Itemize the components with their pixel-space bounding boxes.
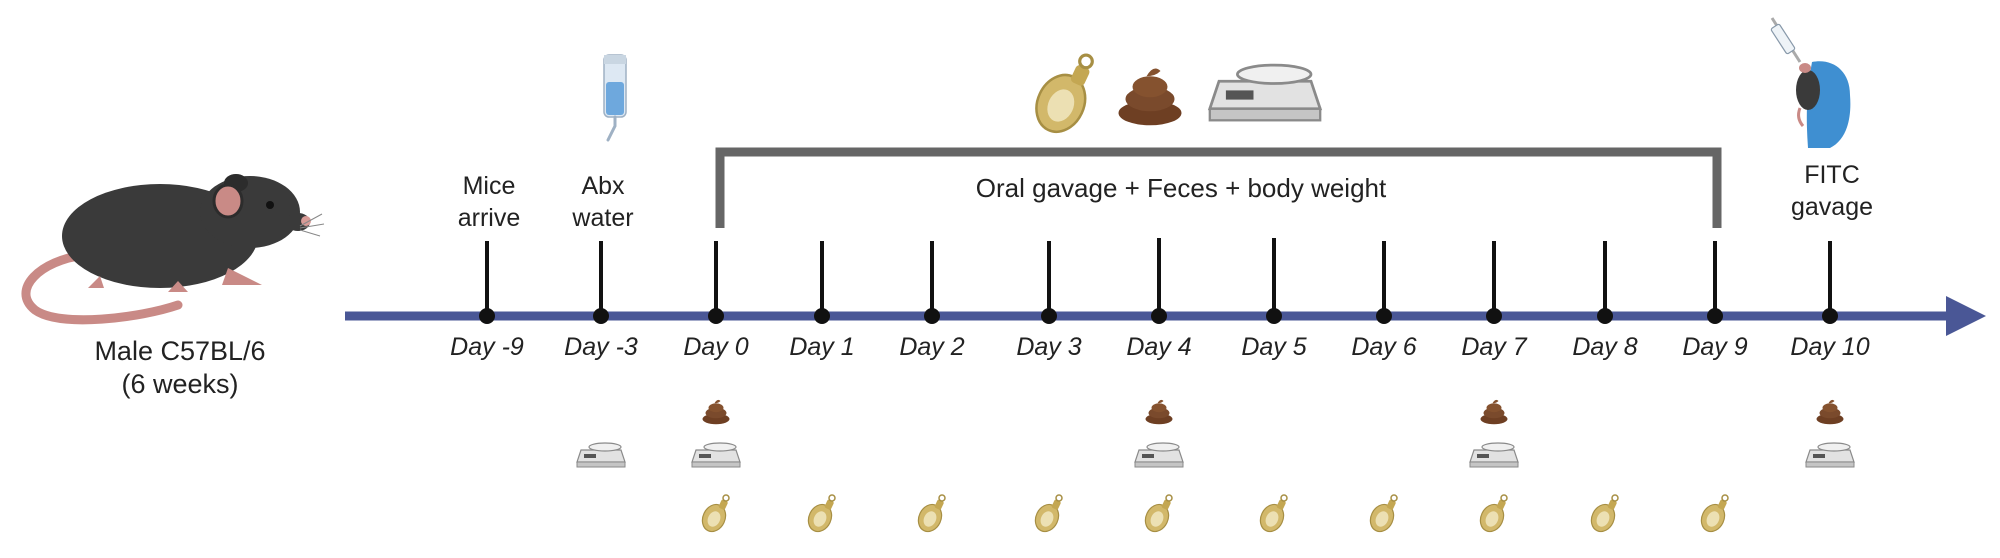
day-dot-day-9: [1707, 308, 1723, 324]
mouse-strain-label: Male C57BL/6 (6 weeks): [30, 335, 330, 401]
day-markers: [479, 238, 1838, 324]
gavage-tube-icon-large: [1025, 53, 1096, 142]
day-label-day-3: Day 3: [1016, 333, 1082, 361]
gavage-icon-day-3: [1030, 494, 1064, 537]
mice-arrive-line2: arrive: [457, 204, 521, 232]
day-label-day-5: Day 5: [1241, 333, 1307, 361]
gavage-icon-day-0: [697, 494, 731, 537]
day-dot-day-6: [1376, 308, 1392, 324]
mouse-ear: [212, 183, 244, 219]
scale-icon-day-4: [1134, 442, 1184, 468]
day-label-day--9: Day -9: [450, 333, 524, 361]
water-bottle-icon: [603, 54, 627, 142]
day-label-day-8: Day 8: [1572, 333, 1638, 361]
feces-icon-day-4: [1145, 399, 1173, 425]
feces-icon-day-10: [1816, 399, 1844, 425]
mouse-tail: [21, 250, 183, 325]
mouse-eye: [266, 201, 274, 209]
day-label-day-0: Day 0: [683, 333, 749, 361]
feces-icon-day-7: [1480, 399, 1508, 425]
day-dot-day-0: [708, 308, 724, 324]
day-dot-day--3: [593, 308, 609, 324]
gavage-icon-day-8: [1586, 494, 1620, 537]
feces-row: [702, 399, 1844, 425]
scale-icon-large: [1208, 63, 1322, 122]
gavage-row: [697, 494, 1730, 537]
gavage-icon-day-9: [1696, 494, 1730, 537]
mouse-age-line2: (6 weeks): [121, 369, 239, 399]
mouse-nose: [301, 216, 311, 226]
scale-icon-day-0: [691, 442, 741, 468]
timeline-arrowhead: [1946, 296, 1986, 336]
day-label-day--3: Day -3: [564, 333, 638, 361]
day-dot-day-5: [1266, 308, 1282, 324]
gavage-icon-day-4: [1140, 494, 1174, 537]
day-dot-day--9: [479, 308, 495, 324]
day-label-day-4: Day 4: [1126, 333, 1192, 361]
day-label-day-10: Day 10: [1790, 333, 1870, 361]
treatment-bracket: [715, 147, 1722, 228]
mouse-strain-line1: Male C57BL/6: [94, 336, 266, 366]
mice-arrive-label: Mice arrive: [419, 170, 559, 234]
day-label-day-2: Day 2: [899, 333, 965, 361]
day-dot-day-8: [1597, 308, 1613, 324]
day-dot-day-4: [1151, 308, 1167, 324]
gavage-icon-day-5: [1255, 494, 1289, 537]
bracket-label: Oral gavage + Feces + body weight: [975, 173, 1387, 203]
day-dot-day-3: [1041, 308, 1057, 324]
day-dot-day-1: [814, 308, 830, 324]
feces-icon-large: [1118, 68, 1182, 126]
feces-icon-day-0: [702, 399, 730, 425]
fitc-gavage-line1: FITC: [1804, 161, 1860, 189]
gavage-icon-day-6: [1365, 494, 1399, 537]
day-label-day-7: Day 7: [1461, 333, 1527, 361]
mice-arrive-line1: Mice: [462, 172, 516, 200]
day-dot-day-10: [1822, 308, 1838, 324]
fitc-gavage-label: FITC gavage: [1762, 159, 1902, 223]
day-dot-day-2: [924, 308, 940, 324]
gavage-icon-day-7: [1475, 494, 1509, 537]
abx-water-label: Abx water: [533, 170, 673, 234]
gavage-icon-day-1: [803, 494, 837, 537]
fitc-gavage-line2: gavage: [1790, 193, 1874, 221]
day-label-day-6: Day 6: [1351, 333, 1417, 361]
scale-icon-day-7: [1469, 442, 1519, 468]
scale-icon-day-10: [1805, 442, 1855, 468]
abx-water-line2: water: [572, 204, 634, 232]
mouse-illustration: [21, 174, 325, 325]
scale-row: [576, 442, 1855, 468]
syringe-gavage-icon: [1770, 17, 1851, 148]
day-label-day-1: Day 1: [789, 333, 855, 361]
scale-icon-day--3: [576, 442, 626, 468]
abx-water-line1: Abx: [581, 172, 625, 200]
gavage-icon-day-2: [913, 494, 947, 537]
day-label-day-9: Day 9: [1682, 333, 1748, 361]
day-dot-day-7: [1486, 308, 1502, 324]
